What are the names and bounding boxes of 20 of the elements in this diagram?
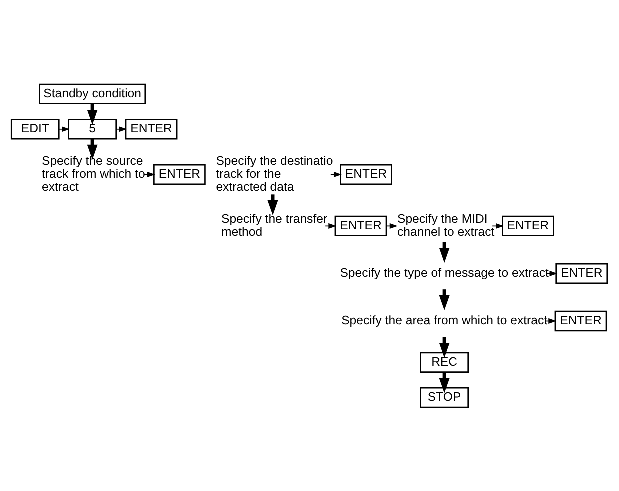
node-box: ENTER <box>502 215 554 236</box>
node-text: Specify the area from which to extract <box>342 312 548 327</box>
node-text: Specify the destinatio track for the extracted data <box>216 153 334 194</box>
node-box: ENTER <box>340 164 392 185</box>
node-text: Specify the source track from which to extract <box>42 153 146 194</box>
arrow <box>58 126 70 132</box>
node-box: REC <box>420 352 469 372</box>
node-box: ENTER <box>556 262 608 284</box>
node-text: Specify the MIDI channel to extract <box>398 211 495 239</box>
node-text: Specify the type of message to extract <box>340 265 549 280</box>
node-text: Specify the transfer method <box>222 211 328 239</box>
node-box: 5 <box>68 118 117 140</box>
node-box: ENTER <box>334 215 388 236</box>
node-box: ENTER <box>154 164 206 185</box>
node-box: STOP <box>420 386 469 408</box>
arrow <box>116 126 128 132</box>
node-box: EDIT <box>10 118 60 140</box>
node-box: Standby condition <box>39 83 146 104</box>
node-box: ENTER <box>554 310 608 332</box>
node-box: ENTER <box>125 118 178 140</box>
